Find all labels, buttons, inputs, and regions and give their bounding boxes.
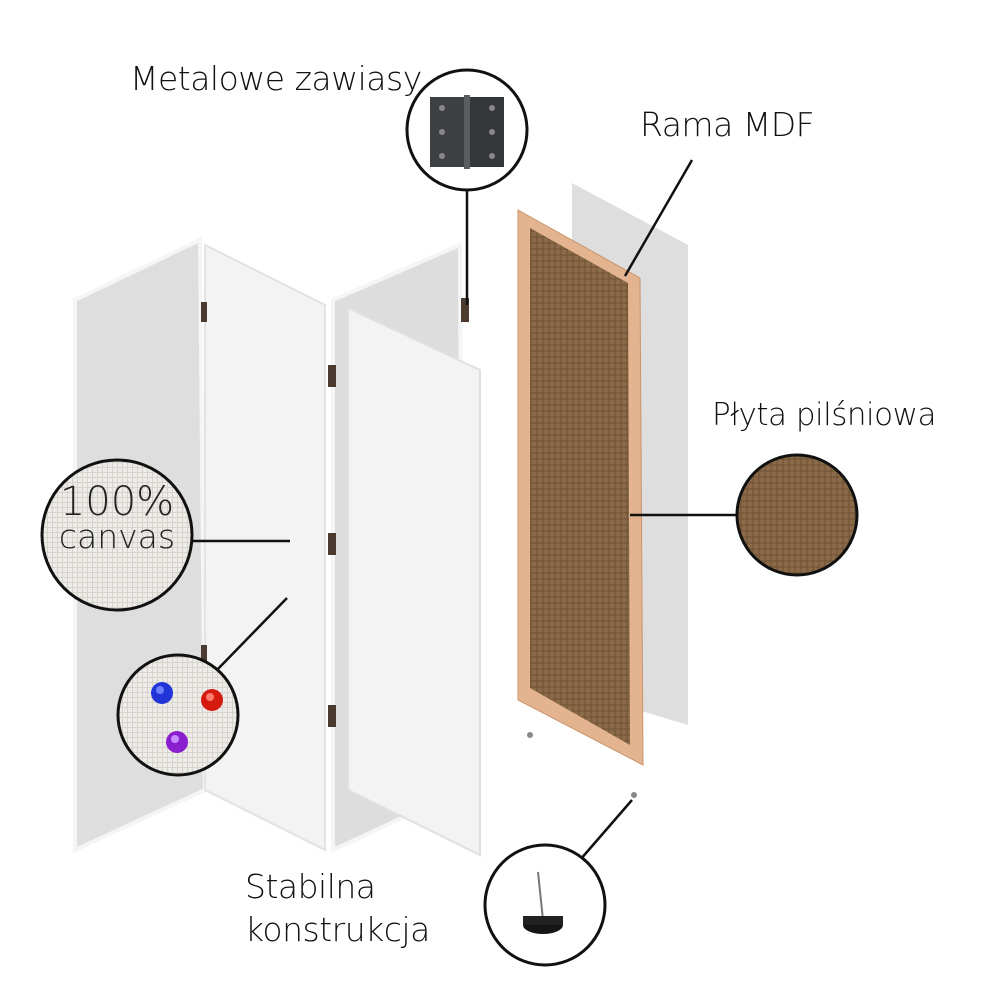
label-hinges: Metalowe zawiasy xyxy=(130,59,422,98)
label-construction: Stabilna konstrukcja xyxy=(245,866,430,952)
pushpin-icon xyxy=(201,689,223,711)
canvas-callout xyxy=(40,458,194,612)
foot-callout xyxy=(483,843,607,967)
leader-lines xyxy=(190,159,737,861)
label-canvas-percent: 100% xyxy=(59,479,175,525)
screw-dot xyxy=(631,792,637,798)
fiberboard-callout xyxy=(735,453,859,577)
hinge-callout xyxy=(405,68,529,192)
pins-callout xyxy=(116,653,240,777)
label-fiberboard: Płyta pilśniowa xyxy=(712,397,937,433)
label-frame: Rama MDF xyxy=(640,105,815,144)
pushpin-icon xyxy=(166,731,188,753)
label-construction-line1: Stabilna xyxy=(245,867,376,906)
fiberboard-panel xyxy=(530,228,630,745)
label-canvas-word: canvas xyxy=(58,517,176,556)
screen-panel-4 xyxy=(347,306,481,857)
label-canvas: 100% canvas xyxy=(42,479,192,556)
label-construction-line2: konstrukcja xyxy=(245,909,430,949)
screw-dot xyxy=(527,732,533,738)
pushpin-icon xyxy=(151,682,173,704)
screen-panel-2 xyxy=(204,243,326,852)
hinge-icon xyxy=(430,95,504,169)
folding-screen xyxy=(73,236,481,857)
hinge-marks xyxy=(201,298,469,727)
